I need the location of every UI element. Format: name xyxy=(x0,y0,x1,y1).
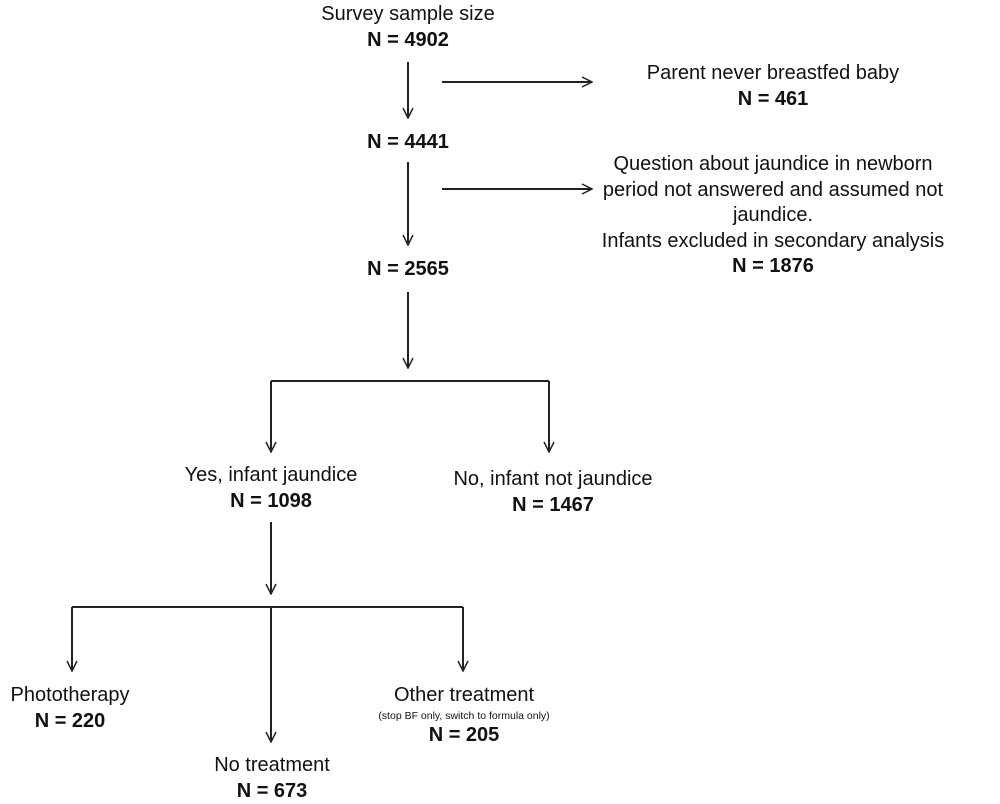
node-label: No, infant not jaundice xyxy=(453,468,653,490)
node-label: Survey sample size xyxy=(321,3,495,25)
exclusion-unanswered-node: Question about jaundice in newborn perio… xyxy=(593,152,953,280)
node-note: (stop BF only, switch to formula only) xyxy=(378,709,550,722)
node-label-line: jaundice. xyxy=(732,204,814,227)
node-label: Parent never breastfed baby xyxy=(646,62,900,84)
node-count: N = 1876 xyxy=(732,255,814,278)
no-treatment-node: No treatment N = 673 xyxy=(182,753,362,804)
node-label: Phototherapy xyxy=(10,684,130,706)
node-count: N = 673 xyxy=(236,779,308,802)
yes-jaundice-node: Yes, infant jaundice N = 1098 xyxy=(141,463,401,514)
node-label-line: Infants excluded in secondary analysis xyxy=(601,229,945,252)
node-label-line: Question about jaundice in newborn xyxy=(613,153,933,175)
no-jaundice-node: No, infant not jaundice N = 1467 xyxy=(418,467,688,518)
node-count: N = 220 xyxy=(34,709,106,732)
node-count: N = 461 xyxy=(737,87,809,110)
other-treatment-node: Other treatment (stop BF only, switch to… xyxy=(329,683,599,749)
node-count: N = 205 xyxy=(428,724,500,747)
node-count: N = 1098 xyxy=(230,489,312,512)
node-count: N = 2565 xyxy=(367,258,449,280)
exclusion-never-breastfed-node: Parent never breastfed baby N = 461 xyxy=(613,61,933,112)
survey-sample-node: Survey sample size N = 4902 xyxy=(258,2,558,53)
node-label: Other treatment xyxy=(393,684,535,706)
node-label: Yes, infant jaundice xyxy=(184,464,358,486)
node-count: N = 1467 xyxy=(512,493,594,516)
phototherapy-node: Phototherapy N = 220 xyxy=(0,683,140,734)
node-count: N = 4902 xyxy=(367,28,449,51)
node-label: No treatment xyxy=(214,754,330,776)
node-count: N = 4441 xyxy=(367,131,449,153)
n-2565-node: N = 2565 xyxy=(308,257,508,283)
n-4441-node: N = 4441 xyxy=(308,130,508,156)
node-label-line: period not answered and assumed not xyxy=(602,178,944,201)
